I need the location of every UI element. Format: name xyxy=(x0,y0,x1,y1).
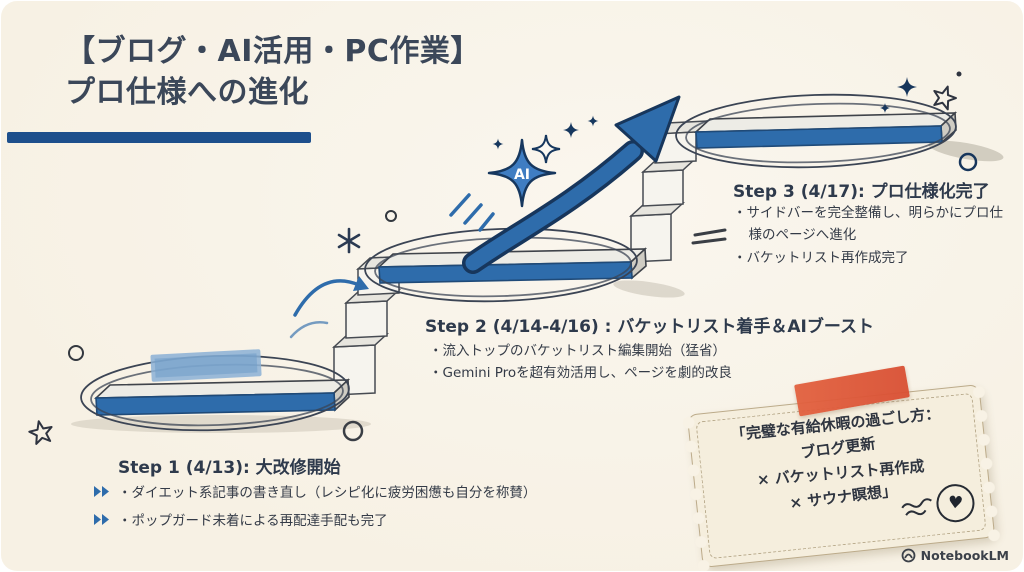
star-outline-icon xyxy=(933,85,957,111)
sparkle-icon xyxy=(492,138,504,150)
swirl-arrow-icon xyxy=(289,276,369,339)
step-1-bullet-2: ・ポップガード未着による再配達手配も完了 xyxy=(118,513,388,530)
sparkle-icon xyxy=(531,134,561,164)
title-line-2: プロ仕様への進化 xyxy=(65,75,309,111)
bullet-arrow-icon xyxy=(94,486,109,497)
step-2-bullet-2: ・Gemini Proを超有効活用し、ページを劇的改良 xyxy=(429,365,732,382)
page-title: 【ブログ・AI活用・PC作業】 プロ仕様への進化 xyxy=(65,31,481,114)
star-outline-icon xyxy=(28,420,53,445)
dot-icon xyxy=(956,71,962,77)
brand-footer: NotebookLM xyxy=(901,548,1009,563)
title-underline-bar xyxy=(7,132,311,143)
circle-doodle-icon xyxy=(68,345,84,361)
step-2-platform xyxy=(376,247,648,284)
ticket-note: 「完璧な有給休暇の過ごし方： ブログ更新 × バケットリスト再作成 × サウナ瞑… xyxy=(679,379,1003,571)
step-2-heading: Step 2 (4/14-4/16) : バケットリスト着手＆AIブースト xyxy=(425,317,874,337)
brand-name: NotebookLM xyxy=(920,548,1009,563)
mini-steps-1-2 xyxy=(331,255,414,396)
asterisk-icon xyxy=(337,227,361,254)
step-3-bullet-1: ・サイドバーを完全整備し、明らかにプロ仕様のページへ進化 xyxy=(733,205,1003,244)
ai-badge: AI xyxy=(449,115,599,232)
sparkle-icon xyxy=(563,122,579,138)
speed-lines-icon xyxy=(449,193,495,232)
sparkle-icon xyxy=(587,115,599,127)
blue-tape xyxy=(150,349,262,382)
scribble-marks-icon xyxy=(691,228,727,245)
postmark-squiggle-icon xyxy=(901,498,932,516)
circle-doodle-icon xyxy=(342,420,364,442)
step-3-bullets: ・サイドバーを完全整備し、明らかにプロ仕様のページへ進化 ・バケットリスト再作成… xyxy=(733,202,1007,269)
step-1-bullets: ・ダイエット系記事の書き直し（レシピ化に疲労困憊も自分を称賛） ・ポップガード未… xyxy=(93,482,573,539)
step-2-bullet-1: ・流入トップのバケットリスト編集開始（猛省） xyxy=(429,343,726,359)
step-3-platform xyxy=(693,111,958,149)
step-1-heading: Step 1 (4/13): 大改修開始 xyxy=(118,458,341,478)
circle-doodle-icon xyxy=(958,152,978,172)
notebooklm-logo-icon xyxy=(901,548,916,563)
step-1-bullet-1: ・ダイエット系記事の書き直し（レシピ化に疲労困憊も自分を称賛） xyxy=(118,485,537,501)
step-3-bullet-2: ・バケットリスト再作成完了 xyxy=(733,249,909,266)
mini-steps-2-3 xyxy=(628,120,711,263)
step-1-bullet-row: ・ダイエット系記事の書き直し（レシピ化に疲労困憊も自分を称賛） xyxy=(93,482,573,504)
step-2-bullets: ・流入トップのバケットリスト編集開始（猛省） ・Gemini Proを超有効活用… xyxy=(429,340,779,385)
sparkle-icon xyxy=(897,77,917,97)
title-block: 【ブログ・AI活用・PC作業】 プロ仕様への進化 xyxy=(65,31,481,114)
ai-badge-label: AI xyxy=(514,167,530,183)
circle-doodle-icon xyxy=(385,210,397,222)
bullet-arrow-icon xyxy=(94,514,109,526)
title-line-1: 【ブログ・AI活用・PC作業】 xyxy=(65,34,481,69)
sparkle-icon xyxy=(880,103,890,113)
ai-star-icon xyxy=(487,138,557,208)
step-3-heading: Step 3 (4/17): プロ仕様化完了 xyxy=(733,182,990,202)
step-1-bullet-row: ・ポップガード未着による再配達手配も完了 xyxy=(93,510,573,532)
step-1-platform xyxy=(93,378,351,416)
growth-arrow xyxy=(462,95,681,274)
